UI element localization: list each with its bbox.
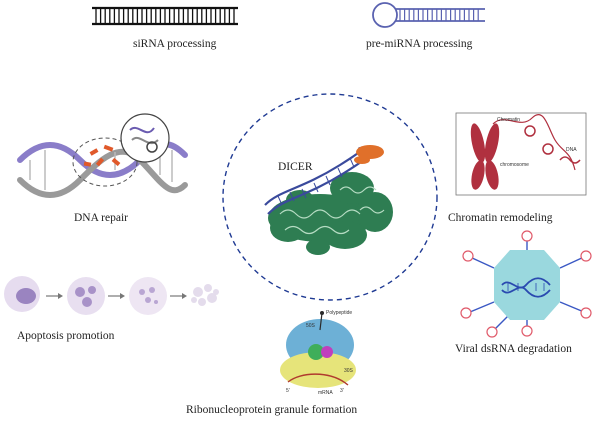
polypeptide-tiny-label: Polypeptide — [326, 310, 352, 316]
3-prime-tiny-label: 3' — [340, 388, 344, 394]
pre-mirna-processing-label: pre-miRNA processing — [366, 38, 473, 50]
30s-tiny-label: 30S — [344, 368, 354, 374]
50s-tiny-label: 50S — [306, 323, 316, 329]
dna-repair-label: DNA repair — [74, 212, 128, 224]
dicer-protein-structure — [264, 145, 393, 255]
chromatin-illustration: Chromatin chromosome DNA — [455, 112, 587, 196]
viral-dsrna-degradation-label: Viral dsRNA degradation — [455, 343, 572, 355]
dna-tiny-label: DNA — [566, 147, 577, 153]
apoptosis-promotion-label: Apoptosis promotion — [17, 330, 115, 342]
dna-repair-illustration — [17, 113, 188, 198]
sirna-duplex-illustration — [92, 6, 238, 26]
chromosome-tiny-label: chromosome — [500, 162, 529, 168]
pre-mirna-hairpin-illustration — [372, 2, 485, 28]
mrna-tiny-label: mRNA — [318, 390, 333, 396]
ribosome-illustration: Polypeptide 50S 30S mRNA 5' 3' — [280, 310, 356, 396]
chromatin-tiny-label: Chromatin — [497, 117, 520, 123]
apoptosis-illustration — [4, 276, 219, 315]
sirna-processing-label: siRNA processing — [133, 38, 217, 50]
chromatin-remodeling-label: Chromatin remodeling — [448, 212, 553, 224]
ribonucleoprotein-granule-formation-label: Ribonucleoprotein granule formation — [186, 404, 358, 416]
dicer-label: DICER — [278, 161, 313, 173]
5-prime-tiny-label: 5' — [286, 388, 290, 394]
viral-capsid-illustration — [460, 230, 592, 338]
dicer-dashed-ring — [222, 93, 438, 301]
